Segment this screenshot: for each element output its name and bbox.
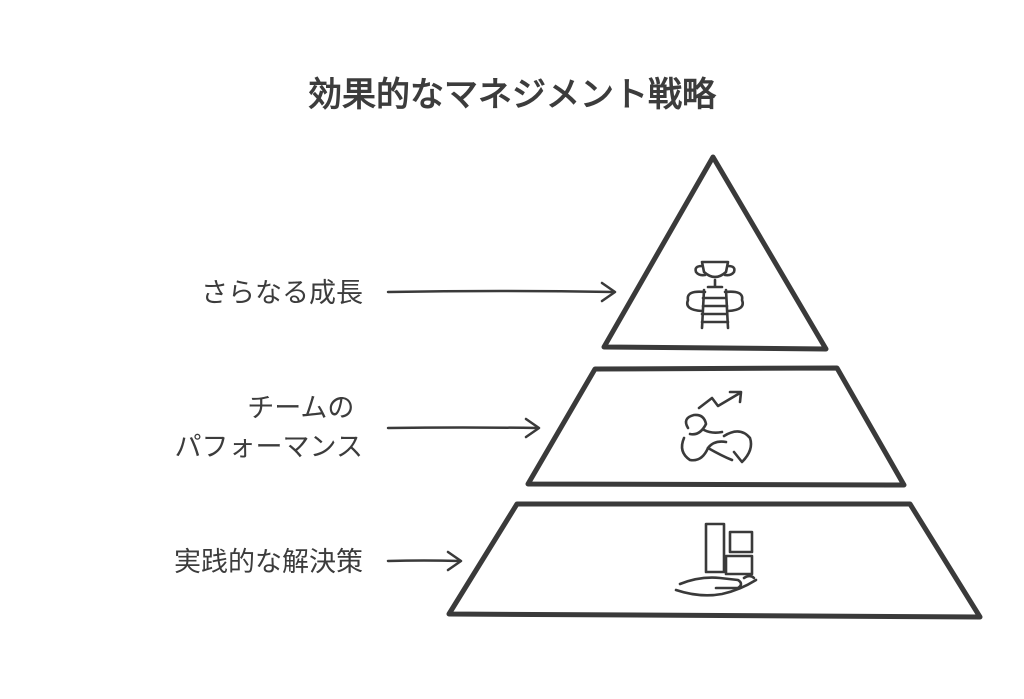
diagram-title: 効果的なマネジメント戦略	[308, 75, 717, 115]
arrow-bottom	[386, 550, 463, 572]
pyramid-level-middle	[525, 365, 907, 488]
level-label-middle: チームの パフォーマンス	[175, 393, 363, 463]
pyramid-middle-shape	[525, 365, 907, 488]
growth-hands-icon	[680, 390, 753, 464]
trophy-ladder-icon	[686, 260, 744, 330]
level-label-bottom: 実践的な解決策	[174, 547, 363, 578]
arrow-top	[386, 281, 617, 303]
pyramid-level-bottom	[446, 501, 983, 620]
pyramid-bottom-shape	[446, 501, 983, 620]
pyramid-top-shape	[601, 154, 829, 352]
hand-blocks-icon	[674, 522, 758, 597]
pyramid-level-top	[601, 154, 829, 352]
level-label-top: さらなる成長	[201, 278, 363, 309]
arrow-middle	[386, 417, 541, 439]
